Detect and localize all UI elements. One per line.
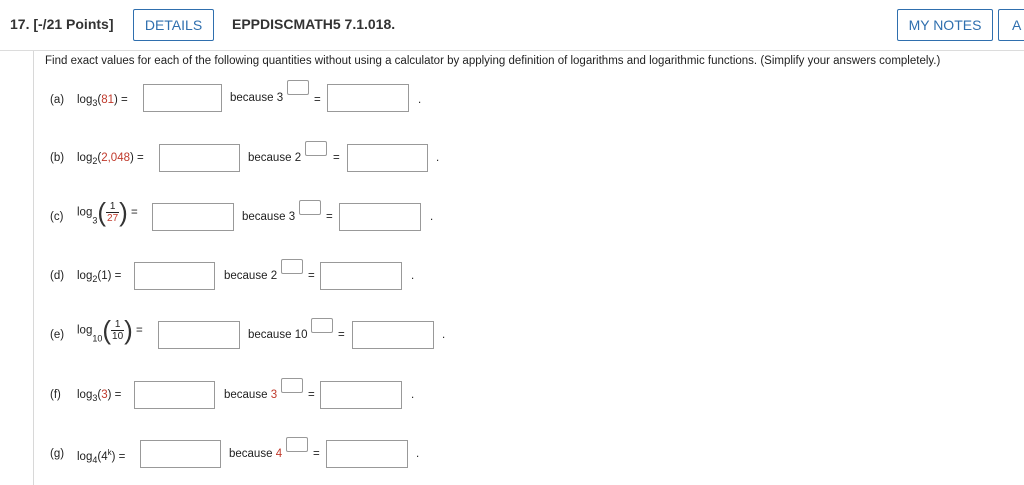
log-expression: log3(3) = — [77, 389, 122, 403]
part-label: (a) — [50, 94, 65, 106]
period: . — [436, 152, 440, 164]
ask-button[interactable]: A — [998, 9, 1024, 41]
part-b-row: (b) log2(2,048) = because 2 = . — [0, 141, 1024, 184]
exponent-input[interactable] — [281, 259, 303, 274]
question-number: 17. — [10, 16, 30, 32]
answer-input[interactable] — [134, 381, 215, 409]
equals-sign: = — [326, 211, 333, 223]
log-expression: log2(2,048) = — [77, 152, 144, 166]
part-a-row: (a) log3(81) = because 3 = . — [0, 80, 1024, 124]
part-label: (f) — [50, 389, 61, 401]
result-input[interactable] — [352, 321, 434, 349]
content-left-border — [33, 51, 34, 485]
points-label: [-/21 Points] — [33, 16, 114, 32]
because-text: because 2 — [224, 270, 278, 282]
answer-input[interactable] — [134, 262, 215, 290]
exponent-input[interactable] — [299, 200, 321, 215]
result-input[interactable] — [339, 203, 421, 231]
question-source: EPPDISCMATH5 7.1.018. — [232, 16, 396, 32]
period: . — [442, 329, 446, 341]
period: . — [416, 448, 420, 460]
result-input[interactable] — [327, 84, 409, 112]
period: . — [430, 211, 434, 223]
equals-sign: = — [313, 448, 320, 460]
equals-sign: = — [308, 389, 315, 401]
exponent-input[interactable] — [305, 141, 327, 156]
because-text: because 10 — [248, 329, 308, 341]
question-label: 17. [-/21 Points] — [10, 16, 113, 32]
my-notes-button[interactable]: MY NOTES — [897, 9, 993, 41]
part-d-row: (d) log2(1) = because 2 = . — [0, 259, 1024, 302]
period: . — [418, 94, 422, 106]
answer-input[interactable] — [159, 144, 240, 172]
period: . — [411, 389, 415, 401]
equals-sign: = — [338, 329, 345, 341]
exponent-input[interactable] — [286, 437, 308, 452]
because-text: because 3 — [242, 211, 296, 223]
part-g-row: (g) log4(4k) = because 4 = . — [0, 437, 1024, 480]
part-label: (d) — [50, 270, 65, 282]
exponent-input[interactable] — [287, 80, 309, 95]
instructions-text: Find exact values for each of the follow… — [45, 55, 941, 67]
equals-sign: = — [314, 94, 321, 106]
result-input[interactable] — [320, 262, 402, 290]
details-button[interactable]: DETAILS — [133, 9, 214, 41]
log-expression: log4(4k) = — [77, 448, 126, 465]
equals-sign: = — [308, 270, 315, 282]
because-text: because 3 — [224, 389, 278, 401]
period: . — [411, 270, 415, 282]
answer-input[interactable] — [143, 84, 222, 112]
log-expression: log3(81) = — [77, 94, 128, 108]
log-expression: log2(1) = — [77, 270, 122, 284]
part-label: (g) — [50, 448, 65, 460]
because-text: because 4 — [229, 448, 283, 460]
exponent-input[interactable] — [311, 318, 333, 333]
result-input[interactable] — [320, 381, 402, 409]
part-label: (e) — [50, 329, 65, 341]
question-header: 17. [-/21 Points] DETAILS EPPDISCMATH5 7… — [0, 0, 1024, 51]
result-input[interactable] — [326, 440, 408, 468]
part-label: (b) — [50, 152, 65, 164]
equals-sign: = — [333, 152, 340, 164]
result-input[interactable] — [347, 144, 428, 172]
because-text: because 3 — [230, 92, 284, 104]
answer-input[interactable] — [152, 203, 234, 231]
answer-input[interactable] — [140, 440, 221, 468]
part-label: (c) — [50, 211, 64, 223]
exponent-input[interactable] — [281, 378, 303, 393]
because-text: because 2 — [248, 152, 302, 164]
answer-input[interactable] — [158, 321, 240, 349]
part-f-row: (f) log3(3) = because 3 = . — [0, 378, 1024, 421]
